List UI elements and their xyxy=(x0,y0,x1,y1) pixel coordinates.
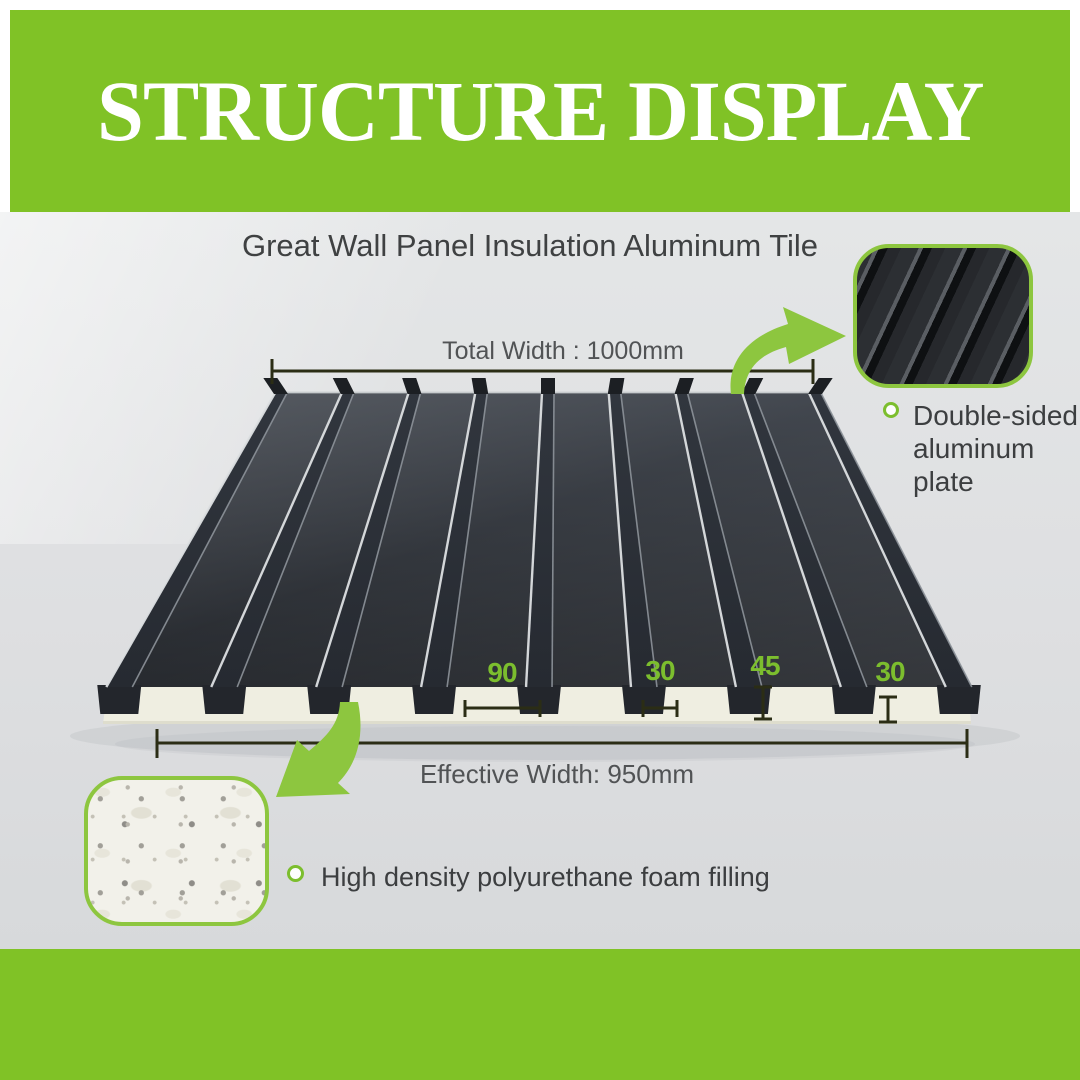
dimension-label-90: 90 xyxy=(487,657,517,688)
rib-feet xyxy=(97,685,981,714)
panel-ribs xyxy=(105,392,973,688)
page-title: STRUCTURE DISPLAY xyxy=(96,63,984,159)
bullet-ring-icon xyxy=(883,402,899,418)
panel-title: Great Wall Panel Insulation Aluminum Til… xyxy=(241,228,819,263)
header-band: STRUCTURE DISPLAY xyxy=(10,10,1070,212)
aluminum-plate-label: Double-sided aluminum plate xyxy=(913,399,1080,498)
bottom-band xyxy=(0,949,1080,1080)
aluminum-plate-label-line2: aluminum plate xyxy=(913,433,1035,497)
bullet-ring-icon xyxy=(287,865,304,882)
detail-dimension-90 xyxy=(463,700,542,717)
aluminum-plate-image xyxy=(853,244,1033,388)
detail-dimension-30b xyxy=(879,695,897,724)
aluminum-plate-callout: Double-sided aluminum plate xyxy=(883,399,1080,498)
dimension-label-30b: 30 xyxy=(875,656,905,687)
aluminum-plate-label-line1: Double-sided xyxy=(913,400,1078,431)
foam-label: High density polyurethane foam filling xyxy=(321,862,770,892)
curved-arrow-up-icon xyxy=(730,307,846,394)
rib-top-tabs xyxy=(263,378,833,394)
detail-dimension-45 xyxy=(754,685,772,721)
foam-core-strip-shadow xyxy=(103,721,971,724)
total-width-dimension-line xyxy=(270,359,815,384)
effective-width-label: Effective Width: 950mm xyxy=(419,759,695,789)
foam-texture-image xyxy=(84,776,269,926)
dimension-label-45: 45 xyxy=(750,650,780,681)
total-width-label: Total Width : 1000mm xyxy=(442,337,684,365)
foam-callout: High density polyurethane foam filling xyxy=(287,862,770,893)
effective-width-dimension-line xyxy=(155,729,969,758)
curved-arrow-down-icon xyxy=(276,702,361,797)
dimension-label-30a: 30 xyxy=(645,655,675,686)
detail-dimension-30a xyxy=(641,700,679,717)
